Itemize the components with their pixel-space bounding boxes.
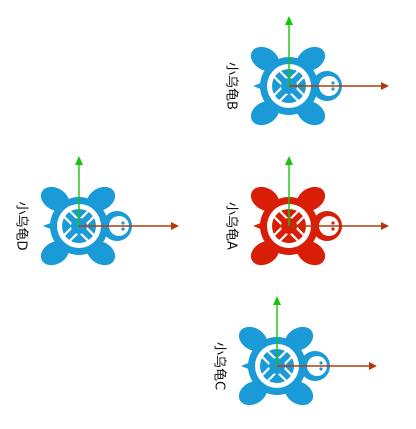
turtle-d-label: 小乌龟D <box>14 201 30 250</box>
turtle-c <box>238 296 377 406</box>
turtle-icon <box>250 186 342 266</box>
y-axis-arrow <box>285 16 293 86</box>
turtle-b-label: 小乌龟B <box>224 62 240 110</box>
x-axis-arrow <box>277 362 377 370</box>
turtle-c-label: 小乌龟C <box>212 342 228 390</box>
turtle-a-label: 小乌龟A <box>224 202 240 250</box>
x-axis-arrow <box>79 222 179 230</box>
turtle-d <box>40 156 179 266</box>
y-axis-arrow <box>285 156 293 226</box>
y-axis-arrow <box>273 296 281 366</box>
turtle-a <box>250 156 389 266</box>
turtle-icon <box>250 46 342 126</box>
x-axis-arrow <box>289 222 389 230</box>
turtle-b <box>250 16 389 126</box>
x-axis-arrow <box>289 82 389 90</box>
y-axis-arrow <box>75 156 83 226</box>
